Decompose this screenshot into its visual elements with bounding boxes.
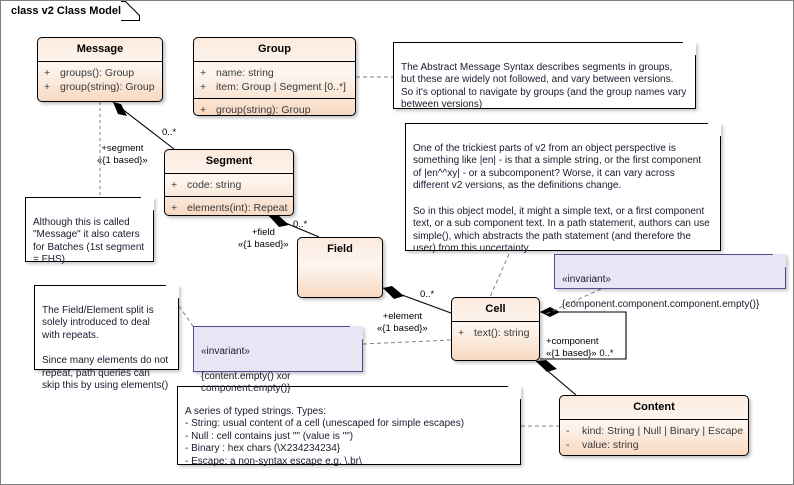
role-multiplicity: 0..* <box>599 347 614 359</box>
role-stereotype: «{1 based}» <box>377 322 428 334</box>
role-stereotype-mult: «{1 based}» 0..* <box>546 348 614 360</box>
class-name-segment: Segment <box>205 155 253 167</box>
class-name-field: Field <box>327 243 353 255</box>
class-separator <box>194 98 355 99</box>
class-feature: + group(string): Group <box>44 80 158 94</box>
role-name: +element <box>382 311 423 322</box>
visibility-marker: + <box>458 327 465 339</box>
class-name-cell: Cell <box>485 303 506 315</box>
class-separator <box>165 173 293 174</box>
note-field-element-split[interactable]: The Field/Element split is solely introd… <box>34 285 179 391</box>
role-message-segment: +segment «{1 based}» <box>97 143 148 166</box>
visibility-marker: + <box>171 202 178 214</box>
note-typed-strings[interactable]: A series of typed strings. Types: - Stri… <box>177 386 521 467</box>
class-compartment-attributes: + code: string <box>165 174 293 196</box>
multiplicity-message-segment: 0..* <box>162 127 177 138</box>
class-separator <box>194 61 355 62</box>
visibility-marker: + <box>200 104 207 116</box>
note-invariant-component-depth[interactable]: «invariant» {component.component.compone… <box>554 254 786 310</box>
visibility-marker: - <box>566 439 570 451</box>
feature-text: group(string): Group <box>216 104 311 116</box>
feature-text: group(string): Group <box>60 81 155 93</box>
visibility-marker: + <box>44 81 51 93</box>
class-feature: + groups(): Group <box>44 66 158 80</box>
role-stereotype: «{1 based}» <box>97 154 148 166</box>
note-text: One of the trickiest parts of v2 from an… <box>413 142 710 255</box>
role-name: +field <box>251 227 275 238</box>
frame-title: class v2 Class Model <box>1 1 122 21</box>
note-group-syntax[interactable]: The Abstract Message Syntax describes se… <box>393 42 696 111</box>
feature-text: code: string <box>187 179 242 191</box>
class-feature: + text(): string <box>458 326 535 340</box>
feature-text: value: string <box>582 439 639 451</box>
invariant-stereotype: «invariant» <box>201 345 250 357</box>
class-compartment-operations: + group(string): Group <box>194 99 355 116</box>
feature-text: text(): string <box>474 327 530 339</box>
note-text: The Field/Element split is solely introd… <box>42 304 169 392</box>
class-feature: + code: string <box>171 178 289 192</box>
class-box-field[interactable]: Field <box>297 237 383 298</box>
visibility-marker: + <box>171 179 178 191</box>
invariant-stereotype: «invariant» <box>562 273 611 285</box>
class-feature: + elements(int): Repeat <box>171 201 289 215</box>
connector-trickiest-note-cell <box>489 253 510 298</box>
role-name: +component <box>546 336 599 347</box>
visibility-marker: + <box>200 67 207 79</box>
class-name-content: Content <box>633 401 675 413</box>
class-separator <box>38 61 162 62</box>
visibility-marker: - <box>566 425 570 437</box>
role-stereotype: «{1 based}» <box>238 238 289 250</box>
class-separator <box>560 419 748 420</box>
class-compartment-operations: + text(): string <box>452 322 539 344</box>
connector-cell-content <box>535 360 577 396</box>
class-compartment-attributes: + groups(): Group + group(string): Group <box>38 62 162 98</box>
class-box-message[interactable]: Message + groups(): Group + group(string… <box>37 37 163 102</box>
visibility-marker: + <box>200 81 207 93</box>
note-text: Although this is called "Message" it als… <box>33 216 145 266</box>
invariant-constraint: {component.component.component.empty()} <box>562 298 760 310</box>
class-feature: - kind: String | Null | Binary | Escape <box>566 424 744 438</box>
role-cell-component: +component «{1 based}» 0..* <box>546 336 614 359</box>
class-box-content[interactable]: Content - kind: String | Null | Binary |… <box>559 395 749 456</box>
feature-text: kind: String | Null | Binary | Escape <box>582 425 744 437</box>
feature-text: elements(int): Repeat <box>187 202 288 214</box>
class-box-segment[interactable]: Segment + code: string + elements(int): … <box>164 149 294 216</box>
role-segment-field: +field «{1 based}» <box>238 227 289 250</box>
note-invariant-content-xor[interactable]: «invariant» {content.empty() xor compone… <box>193 326 363 394</box>
class-name-group: Group <box>258 43 291 55</box>
invariant-constraint: {content.empty() xor component.empty()} <box>201 370 291 395</box>
class-box-group[interactable]: Group + name: string + item: Group | Seg… <box>193 37 356 116</box>
class-feature: + group(string): Group <box>200 103 351 116</box>
connector-field-cell <box>382 286 452 314</box>
multiplicity-field-cell: 0..* <box>420 289 435 300</box>
frame-title-label: class v2 Class Model <box>11 5 122 17</box>
multiplicity-segment-field: 0..* <box>293 219 308 230</box>
role-name: +segment <box>101 143 144 154</box>
feature-text: groups(): Group <box>60 67 135 79</box>
note-text: A series of typed strings. Types: - Stri… <box>185 405 465 467</box>
class-name-message: Message <box>76 43 124 55</box>
class-feature: + item: Group | Segment [0..*] <box>200 80 351 94</box>
note-trickiest[interactable]: One of the trickiest parts of v2 from an… <box>405 123 721 254</box>
class-box-cell[interactable]: Cell + text(): string <box>451 297 540 361</box>
role-field-cell: +element «{1 based}» <box>377 311 428 334</box>
note-message-batches[interactable]: Although this is called "Message" it als… <box>25 197 154 265</box>
connector-message-segment <box>112 101 175 150</box>
class-separator <box>165 196 293 197</box>
visibility-marker: + <box>44 67 51 79</box>
class-compartment-attributes: - kind: String | Null | Binary | Escape … <box>560 420 748 455</box>
class-compartment-operations: + elements(int): Repeat <box>165 197 293 215</box>
class-compartment-attributes: + name: string + item: Group | Segment [… <box>194 62 355 98</box>
connector-invariant-xor-cell <box>362 339 452 345</box>
role-stereotype: «{1 based}» <box>546 347 597 359</box>
note-text: The Abstract Message Syntax describes se… <box>401 61 687 111</box>
feature-text: name: string <box>216 67 274 79</box>
class-feature: + name: string <box>200 66 351 80</box>
class-separator <box>452 321 539 322</box>
feature-text: item: Group | Segment [0..*] <box>216 81 346 93</box>
class-feature: - value: string <box>566 438 744 452</box>
